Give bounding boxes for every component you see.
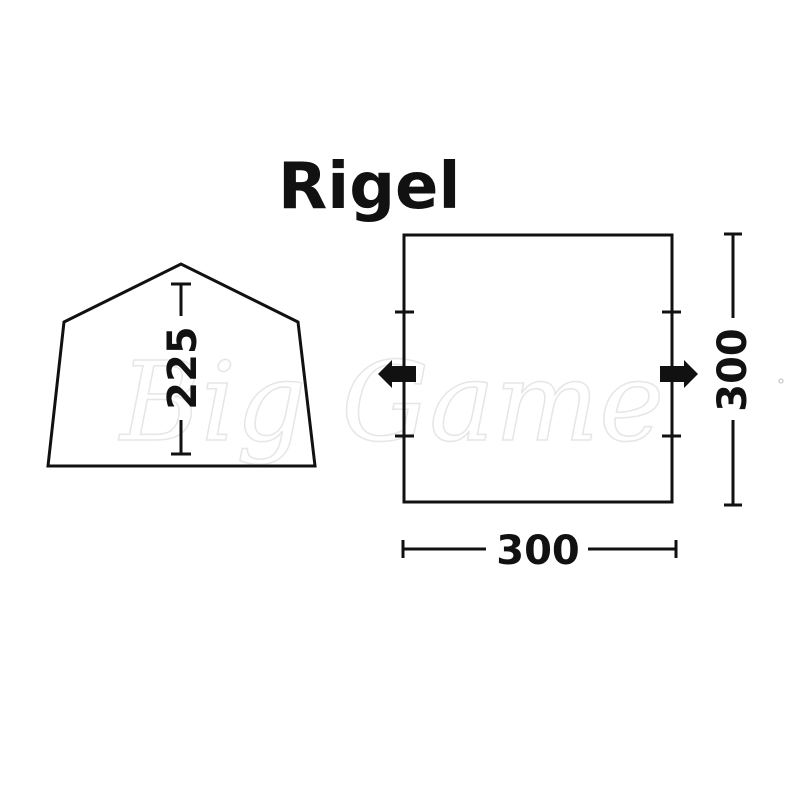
- right-entrance-arrow-icon: [660, 360, 698, 388]
- left-entrance-arrow-icon: [378, 360, 416, 388]
- tent-side-outline: [46, 262, 317, 468]
- product-title: Rigel: [278, 150, 460, 224]
- stray-dot: [778, 378, 784, 384]
- watermark-text: Big Game: [118, 338, 664, 466]
- height-label: 225: [160, 326, 206, 410]
- watermark-logo: Big Game: [117, 337, 665, 467]
- depth-label: 300: [710, 328, 756, 412]
- top-view: 300 300: [378, 232, 756, 574]
- width-label: 300: [496, 528, 580, 574]
- side-view: 225: [46, 262, 317, 468]
